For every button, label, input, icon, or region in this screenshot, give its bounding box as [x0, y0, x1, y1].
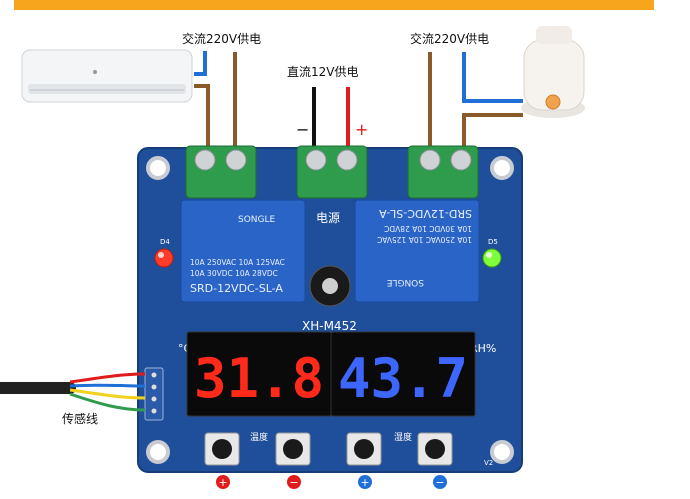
relay-right-rating-1: 10A 250VAC 10A 125VAC: [377, 235, 472, 244]
svg-text:+: +: [218, 476, 227, 489]
relay-left-rating-2: 10A 30VDC 10A 28VDC: [190, 269, 278, 278]
relay-right-model: SRD-12VDC-SL-A: [379, 207, 472, 220]
plus-icon-2: +: [358, 475, 372, 489]
temperature-display: 31.8: [186, 331, 332, 417]
power-label: 电源: [316, 211, 340, 225]
relay-right: SONGLE 10A 250VAC 10A 125VAC 10A 30VDC 1…: [354, 199, 480, 303]
dc-minus-sign: −: [296, 120, 309, 139]
top-accent-bar: [14, 0, 654, 10]
board-button-4[interactable]: [417, 432, 453, 466]
ac-right-wires: [428, 52, 523, 150]
relay-right-brand: SONGLE: [386, 277, 424, 287]
svg-text:−: −: [289, 476, 298, 489]
capacitor: [309, 265, 351, 307]
led-red: [154, 248, 174, 268]
terminal-block-left: [185, 145, 257, 199]
led-left-label: D4: [160, 238, 170, 246]
dc-wires: [312, 87, 350, 152]
minus-icon-1: −: [287, 475, 301, 489]
humidity-unit-label: RH%: [470, 342, 496, 355]
ac-left-wires: [194, 51, 237, 152]
ac-left-power-label: 交流220V供电: [182, 32, 262, 46]
led-green: [482, 248, 502, 268]
plus-icon-1: +: [216, 475, 230, 489]
model-label: XH-M452: [302, 319, 357, 333]
board-button-1[interactable]: [204, 432, 240, 466]
board-button-3[interactable]: [346, 432, 382, 466]
temperature-value: 31.8: [194, 347, 324, 410]
relay-right-rating-2: 10A 30VDC 10A 28VDC: [384, 224, 472, 233]
dc-power-label: 直流12V供电: [287, 65, 359, 79]
terminal-block-power: [296, 145, 368, 199]
board-button-2[interactable]: [275, 432, 311, 466]
hum-button-label: 湿度: [394, 431, 412, 443]
terminal-block-right: [407, 145, 479, 199]
minus-icon-2: −: [433, 475, 447, 489]
dc-plus-sign: +: [355, 120, 368, 139]
ac-right-power-label: 交流220V供电: [410, 32, 490, 46]
relay-left-brand: SONGLE: [238, 215, 276, 225]
led-right-label: D5: [488, 238, 498, 246]
v2-label: V2: [484, 459, 493, 467]
relay-left-model: SRD-12VDC-SL-A: [190, 282, 283, 295]
temp-button-label: 温度: [250, 431, 268, 443]
humidity-display: 43.7: [330, 331, 476, 417]
humidity-value: 43.7: [338, 347, 468, 410]
svg-text:−: −: [435, 476, 444, 489]
air-conditioner-image: [21, 49, 193, 103]
sensor-wire-label: 传感线: [62, 412, 99, 426]
svg-text:+: +: [360, 476, 369, 489]
relay-left: SONGLE 10A 250VAC 10A 125VAC 10A 30VDC 1…: [180, 199, 306, 303]
relay-left-rating-1: 10A 250VAC 10A 125VAC: [190, 258, 285, 267]
humidifier-image: [521, 26, 585, 118]
sensor-cable: [0, 372, 146, 412]
